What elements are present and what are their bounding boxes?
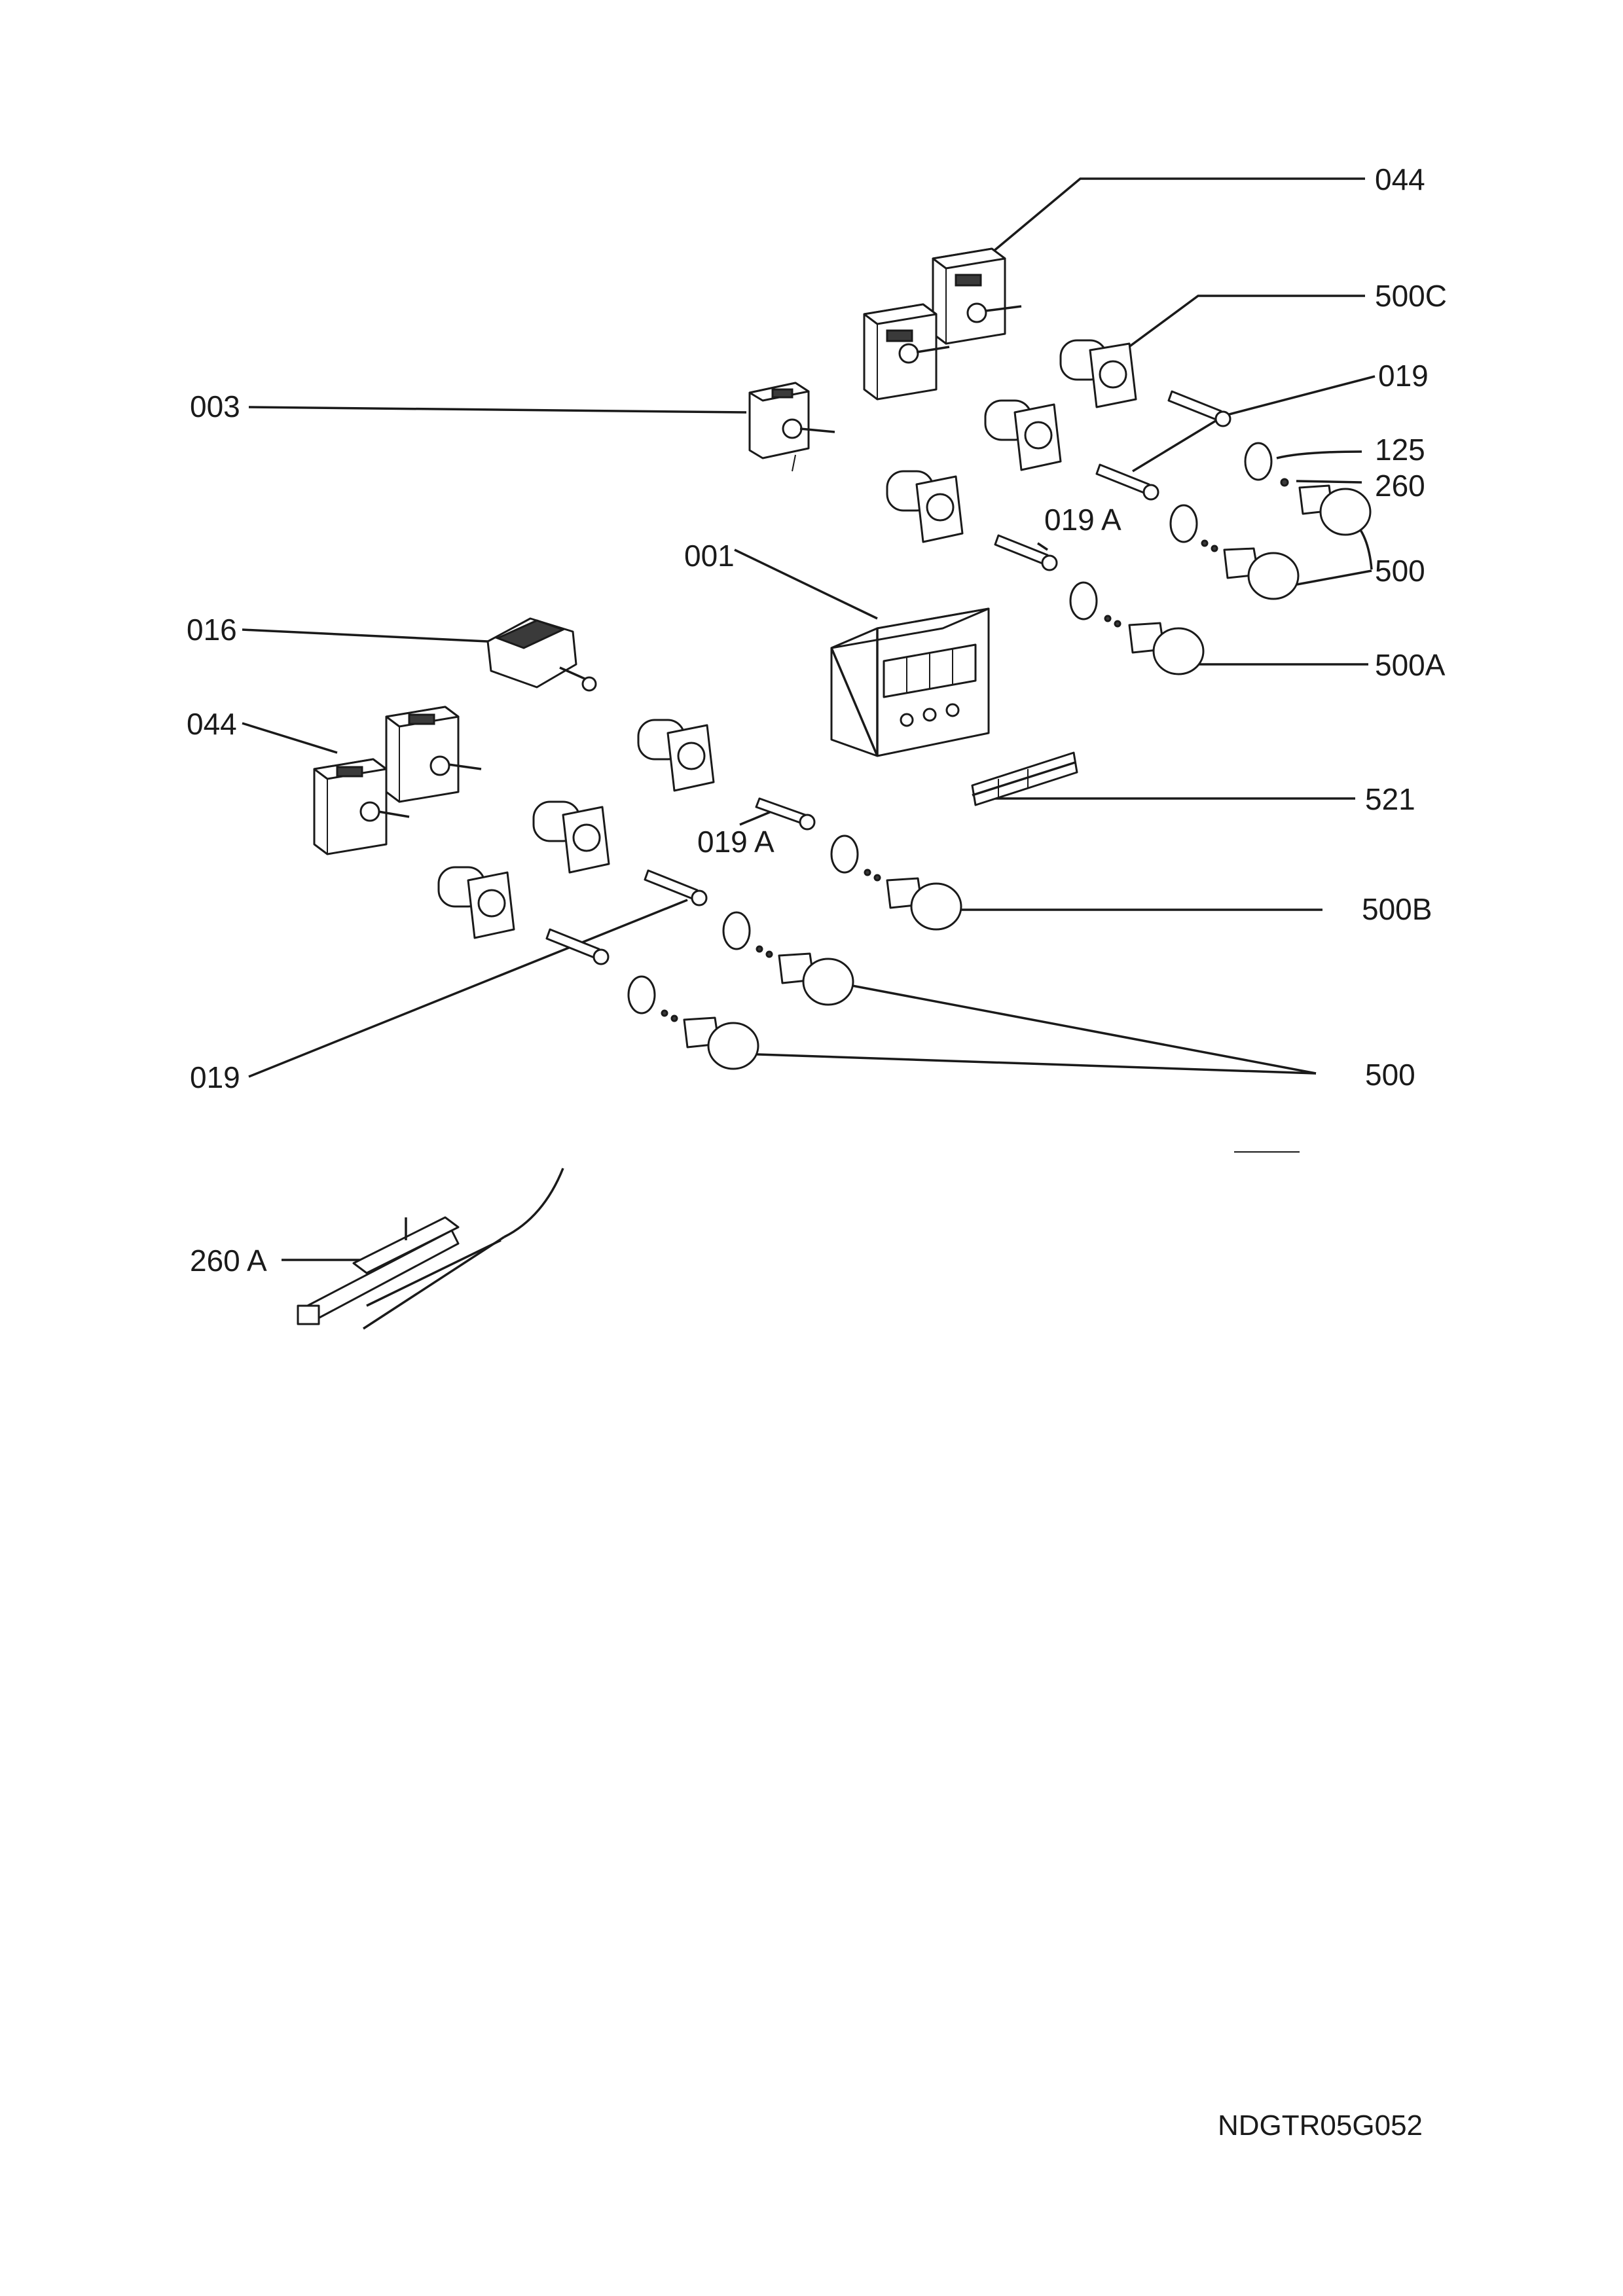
label-125: 125: [1375, 433, 1425, 467]
label-044-left: 044: [187, 707, 237, 741]
energy-regulator-044-left: [313, 706, 482, 855]
switch-003: [748, 382, 835, 472]
knobs-top: [1069, 442, 1372, 675]
label-500c: 500C: [1375, 279, 1447, 313]
spindles-bottom: [545, 797, 816, 965]
bracket-260a: [297, 1168, 564, 1330]
spindles-top: [994, 390, 1231, 571]
label-019a-mid: 019 A: [697, 825, 775, 859]
label-500a: 500A: [1375, 648, 1446, 682]
label-019-left: 019: [190, 1060, 240, 1094]
lamp-holder-1: [1059, 339, 1137, 408]
energy-regulator-044-top: [863, 247, 1022, 401]
label-001: 001: [684, 539, 735, 573]
label-500b: 500B: [1362, 892, 1432, 926]
reference-code: NDGTR05G052: [1218, 2109, 1423, 2142]
label-260a: 260 A: [190, 1244, 267, 1278]
lamp-holder-4: [637, 719, 715, 792]
part-labels: 044 500C 019 125 260 500 003 019 A 001 5…: [187, 162, 1447, 1278]
label-521: 521: [1365, 782, 1415, 816]
lamp-holder-2: [984, 399, 1062, 471]
label-003: 003: [190, 389, 240, 423]
label-500-bottom: 500: [1365, 1058, 1415, 1092]
timer-module-001: [830, 607, 990, 757]
lamp-holder-3: [886, 470, 964, 543]
lamp-holders-top: [886, 339, 1137, 543]
lamp-holder-5: [532, 800, 610, 874]
label-044-top: 044: [1375, 162, 1425, 196]
knobs-bottom: [627, 834, 962, 1070]
label-019-top: 019: [1378, 359, 1429, 393]
lamp-holders-bottom: [437, 719, 715, 939]
label-500-top: 500: [1375, 554, 1425, 588]
leader-lines: [242, 177, 1376, 1261]
label-016: 016: [187, 613, 237, 647]
strip-521: [971, 751, 1078, 806]
label-019a-top: 019 A: [1044, 503, 1122, 537]
switch-block-016: [486, 617, 597, 692]
lamp-holder-6: [437, 866, 515, 939]
label-260: 260: [1375, 469, 1425, 503]
